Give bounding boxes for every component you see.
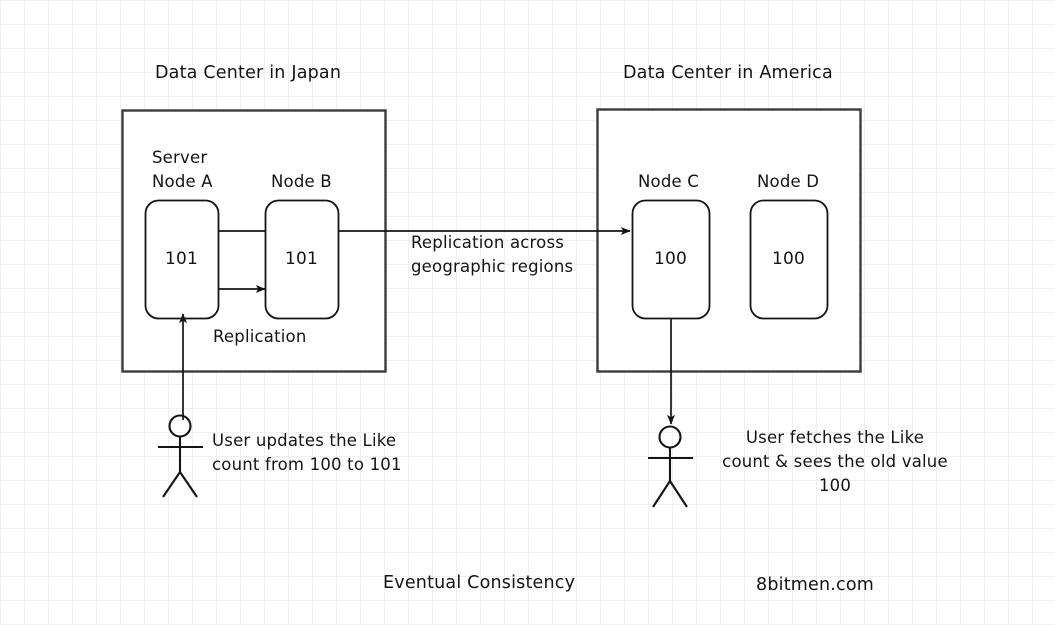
writer-caption-line1: User updates the Like: [212, 431, 397, 450]
datacenter-title-america: Data Center in America: [623, 63, 833, 83]
node-b-value: 101: [284, 249, 319, 269]
node-d-name-label: Node D: [757, 172, 820, 191]
node-d-value: 100: [771, 249, 806, 269]
node-a-name-label: Node A: [152, 172, 213, 191]
node-box-node-b: [264, 199, 340, 320]
stick-figure-writer: [158, 414, 203, 498]
diagram-footer-caption: Eventual Consistency: [383, 573, 576, 593]
local-replication-label: Replication: [213, 327, 307, 346]
node-a-prefix-label: Server: [152, 148, 208, 167]
geo-replication-label-line1: Replication across: [411, 233, 565, 252]
node-a-value: 101: [164, 249, 199, 269]
datacenter-title-japan: Data Center in Japan: [155, 63, 342, 83]
stick-figure-reader: [648, 425, 693, 508]
geo-replication-label-line2: geographic regions: [411, 257, 574, 276]
reader-caption-line3: 100: [818, 476, 852, 495]
writer-caption-line2: count from 100 to 101: [212, 455, 402, 474]
node-b-name-label: Node B: [271, 172, 332, 191]
node-box-node-d: [749, 199, 829, 320]
reader-caption-line2: count & sees the old value: [722, 452, 948, 471]
diagram-attribution: 8bitmen.com: [756, 575, 875, 595]
reader-caption-line1: User fetches the Like: [745, 428, 925, 447]
node-c-value: 100: [653, 249, 688, 269]
node-c-name-label: Node C: [638, 172, 700, 191]
